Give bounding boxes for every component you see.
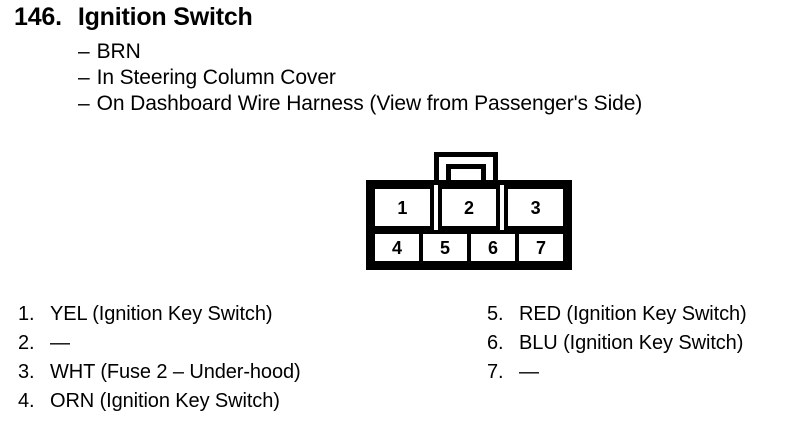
legend-text: — — [519, 361, 539, 383]
pin-legend-right-column: 5. RED (Ignition Key Switch) 6. BLU (Ignit… — [487, 300, 797, 387]
legend-item: 3. WHT (Fuse 2 – Under-hood) — [18, 358, 458, 387]
legend-number: 3. — [18, 361, 35, 383]
bullet-text: BRN — [96, 40, 141, 63]
pin-number: 5 — [439, 237, 450, 258]
pin-number: 2 — [464, 197, 475, 218]
pin-cell-4: 4 — [371, 230, 423, 265]
legend-item: 7. — — [487, 358, 797, 387]
legend-item: 2. — — [18, 329, 458, 358]
legend-number: 4. — [18, 390, 35, 412]
legend-text: — — [50, 332, 70, 354]
pin-number: 3 — [530, 197, 541, 218]
bullet-line-location: –In Steering Column Cover — [78, 65, 642, 91]
bullet-text: On Dashboard Wire Harness (View from Pas… — [96, 92, 643, 115]
pin-number: 4 — [391, 237, 402, 258]
legend-number: 5. — [487, 303, 504, 325]
page-title: 146. Ignition Switch — [14, 3, 253, 32]
legend-number: 6. — [487, 332, 504, 354]
bullet-line-wire-color: –BRN — [78, 39, 642, 65]
pin-legend-left-column: 1. YEL (Ignition Key Switch) 2. — 3. WHT (F… — [18, 300, 458, 416]
connector-diagram: 1 2 3 4 5 6 7 — [366, 152, 572, 270]
legend-text: BLU (Ignition Key Switch) — [519, 332, 744, 354]
pin-row-top: 1 2 3 — [371, 185, 568, 230]
pin-cell-1: 1 — [371, 185, 434, 230]
legend-item: 4. ORN (Ignition Key Switch) — [18, 387, 458, 416]
legend-text: RED (Ignition Key Switch) — [519, 303, 747, 325]
legend-number: 1. — [18, 303, 35, 325]
legend-text: ORN (Ignition Key Switch) — [50, 390, 280, 412]
item-number: 146. — [14, 3, 62, 31]
pin-cell-5: 5 — [419, 230, 471, 265]
title-text: Ignition Switch — [77, 3, 253, 31]
legend-number: 7. — [487, 361, 504, 383]
bullet-line-harness: –On Dashboard Wire Harness (View from Pa… — [78, 91, 642, 117]
legend-text: WHT (Fuse 2 – Under-hood) — [50, 361, 301, 383]
bullet-text: In Steering Column Cover — [96, 66, 336, 89]
legend-text: YEL (Ignition Key Switch) — [50, 303, 273, 325]
pin-number: 1 — [397, 197, 408, 218]
description-bullets: –BRN –In Steering Column Cover –On Dashb… — [78, 39, 642, 117]
legend-item: 5. RED (Ignition Key Switch) — [487, 300, 797, 329]
pin-number: 7 — [535, 237, 546, 258]
dash-icon: – — [78, 66, 90, 89]
pin-cell-3: 3 — [504, 185, 568, 230]
legend-item: 6. BLU (Ignition Key Switch) — [487, 329, 797, 358]
pin-number: 6 — [487, 237, 498, 258]
dash-icon: – — [78, 40, 90, 63]
latch-tab-inner — [446, 164, 486, 184]
latch-tab-outer — [434, 152, 498, 184]
pin-cell-7: 7 — [515, 230, 567, 265]
pin-cell-2: 2 — [437, 185, 501, 230]
pin-row-bottom: 4 5 6 7 — [371, 230, 567, 265]
pin-cell-6: 6 — [467, 230, 519, 265]
dash-icon: – — [78, 92, 90, 115]
legend-number: 2. — [18, 332, 35, 354]
legend-item: 1. YEL (Ignition Key Switch) — [18, 300, 458, 329]
